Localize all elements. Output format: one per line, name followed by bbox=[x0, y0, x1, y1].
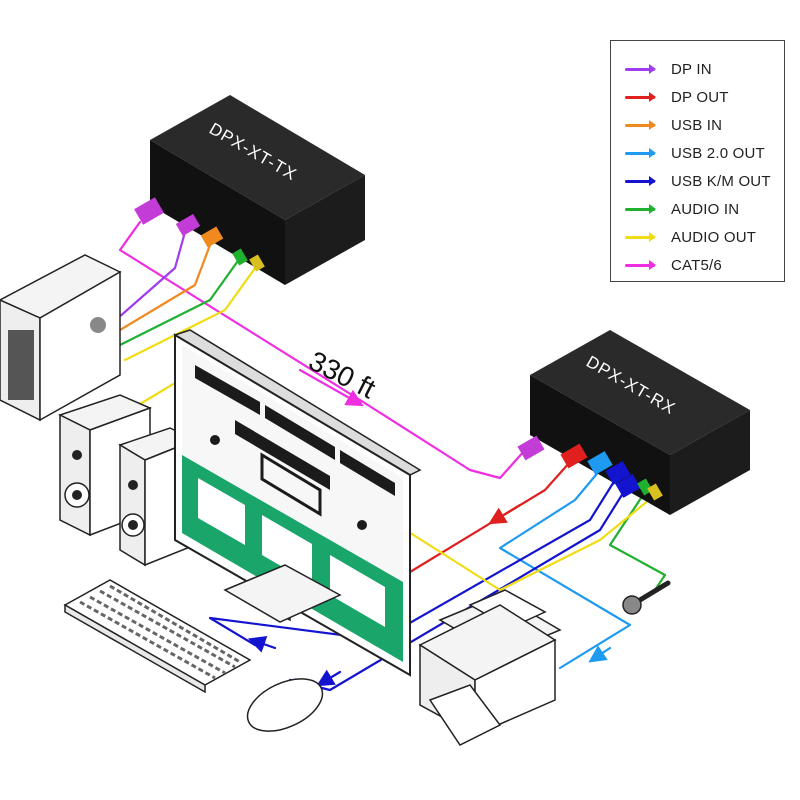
mouse bbox=[246, 678, 324, 732]
printer bbox=[418, 589, 562, 746]
legend-item-dp-in: DP IN bbox=[625, 59, 712, 79]
legend-item-usb-km-out: USB K/M OUT bbox=[625, 171, 771, 191]
usb-in-cable bbox=[118, 243, 212, 332]
dp-in-cable bbox=[116, 230, 187, 320]
usb-out-arrow bbox=[588, 645, 612, 663]
receiver-device: DPX-XT-RX bbox=[517, 330, 750, 515]
keyboard bbox=[63, 579, 252, 694]
dp-out-cable bbox=[408, 460, 572, 574]
legend-swatch bbox=[625, 203, 656, 214]
legend-item-cat: CAT5/6 bbox=[625, 255, 722, 275]
legend-item-usb20-out: USB 2.0 OUT bbox=[625, 143, 765, 163]
legend-label: USB K/M OUT bbox=[671, 172, 771, 190]
cat-cable bbox=[118, 220, 527, 480]
legend-label: AUDIO OUT bbox=[671, 228, 757, 246]
legend-swatch bbox=[625, 147, 656, 158]
monitor bbox=[173, 329, 422, 677]
legend-swatch bbox=[625, 63, 656, 74]
legend-label: DP IN bbox=[671, 60, 712, 78]
audio-out-rx-cable bbox=[388, 493, 657, 592]
legend-swatch bbox=[625, 259, 656, 270]
microphone bbox=[622, 580, 671, 615]
legend-label: USB IN bbox=[671, 116, 723, 134]
legend-label: DP OUT bbox=[671, 88, 729, 106]
legend-item-dp-out: DP OUT bbox=[625, 87, 729, 107]
legend-swatch bbox=[625, 175, 656, 186]
legend-label: AUDIO IN bbox=[671, 200, 740, 218]
audio-in-cable bbox=[118, 256, 242, 347]
legend: DP IN DP OUT USB IN USB 2.0 OUT USB K/M … bbox=[610, 40, 785, 282]
legend-swatch bbox=[625, 119, 656, 130]
cat-arrow bbox=[298, 368, 364, 407]
usb-km-arrow-2 bbox=[316, 669, 342, 687]
legend-swatch bbox=[625, 91, 656, 102]
usb-out-cable bbox=[498, 468, 632, 670]
legend-item-usb-in: USB IN bbox=[625, 115, 722, 135]
legend-item-audio-out: AUDIO OUT bbox=[625, 227, 756, 247]
transmitter-device: DPX-XT-TX bbox=[134, 95, 365, 285]
legend-label: USB 2.0 OUT bbox=[671, 144, 765, 162]
usb-km-arrow-1 bbox=[247, 636, 277, 653]
dp-out-arrow bbox=[488, 503, 522, 525]
pc-tower bbox=[0, 254, 122, 422]
legend-swatch bbox=[625, 231, 656, 242]
legend-label: CAT5/6 bbox=[671, 256, 722, 274]
legend-item-audio-in: AUDIO IN bbox=[625, 199, 739, 219]
audio-out-tx-cable bbox=[123, 262, 260, 362]
